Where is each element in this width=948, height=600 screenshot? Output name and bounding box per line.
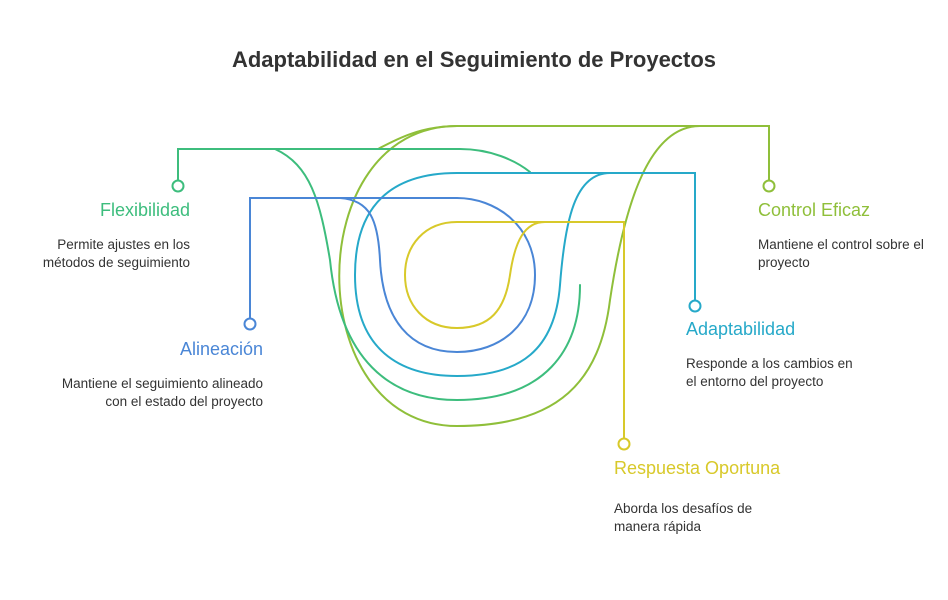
respuesta-oportuna-title: Respuesta Oportuna [614, 458, 781, 478]
alineacion-title: Alineación [179, 339, 263, 359]
flexibilidad-title: Flexibilidad [99, 200, 190, 220]
respuesta-oportuna-description: Aborda los desafíos de manera rápida [614, 501, 753, 534]
adaptabilidad-block: Adaptabilidad Responde a los cambios en … [686, 317, 866, 391]
flexibilidad-block: Flexibilidad Permite ajustes en los méto… [20, 198, 190, 272]
adaptabilidad-description: Responde a los cambios en el entorno del… [686, 356, 853, 389]
control-eficaz-description: Mantiene el control sobre el proyecto [758, 237, 924, 270]
alineacion-block: Alineación Mantiene el seguimiento aline… [60, 337, 263, 411]
respuesta-oportuna-block: Respuesta Oportuna Aborda los desafíos d… [614, 456, 794, 536]
adaptabilidad-path [353, 172, 702, 378]
control-eficaz-title: Control Eficaz [758, 200, 871, 220]
adaptabilidad-title: Adaptabilidad [686, 319, 796, 339]
flexibilidad-description: Permite ajustes en los métodos de seguim… [42, 237, 190, 270]
page-title: Adaptabilidad en el Seguimiento de Proye… [231, 47, 717, 72]
control-eficaz-path [338, 125, 776, 428]
flexibilidad-path [171, 148, 581, 402]
control-eficaz-block: Control Eficaz Mantiene el control sobre… [758, 198, 928, 272]
respuesta-oportuna-path [403, 221, 631, 451]
alineacion-description: Mantiene el seguimiento alineado con el … [61, 376, 263, 409]
